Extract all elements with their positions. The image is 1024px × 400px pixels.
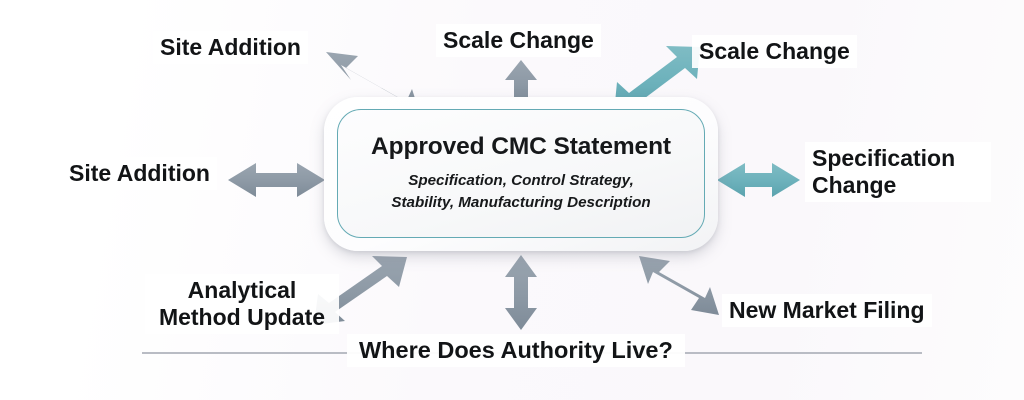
center-node-subtitle-line1: Specification, Control Strategy, [408, 172, 634, 190]
arrow-authority-question [505, 255, 537, 330]
node-label-scale-change-right: Scale Change [692, 35, 857, 69]
center-node-inner: Approved CMC Statement Specification, Co… [337, 109, 705, 238]
node-label-specification-change: Specification Change [805, 142, 991, 203]
node-label-scale-change-top: Scale Change [436, 24, 601, 58]
diagram-caption: Where Does Authority Live? [347, 334, 685, 367]
node-label-site-addition-left: Site Addition [62, 157, 217, 191]
node-label-new-market-filing: New Market Filing [722, 294, 932, 328]
arrow-new-market-filing [639, 256, 719, 315]
center-node-subtitle: Specification, Control Strategy, Stabili… [391, 170, 650, 213]
center-node: Approved CMC Statement Specification, Co… [324, 97, 718, 251]
node-label-analytical-method: Analytical Method Update [145, 274, 339, 335]
arrow-specification-change [717, 163, 800, 197]
arrow-site-addition-left [228, 163, 325, 197]
node-label-site-addition-top: Site Addition [153, 31, 308, 65]
arrow-scale-change-top [505, 60, 537, 104]
center-node-subtitle-line2: Stability, Manufacturing Description [391, 194, 651, 211]
center-node-title: Approved CMC Statement [371, 133, 671, 161]
